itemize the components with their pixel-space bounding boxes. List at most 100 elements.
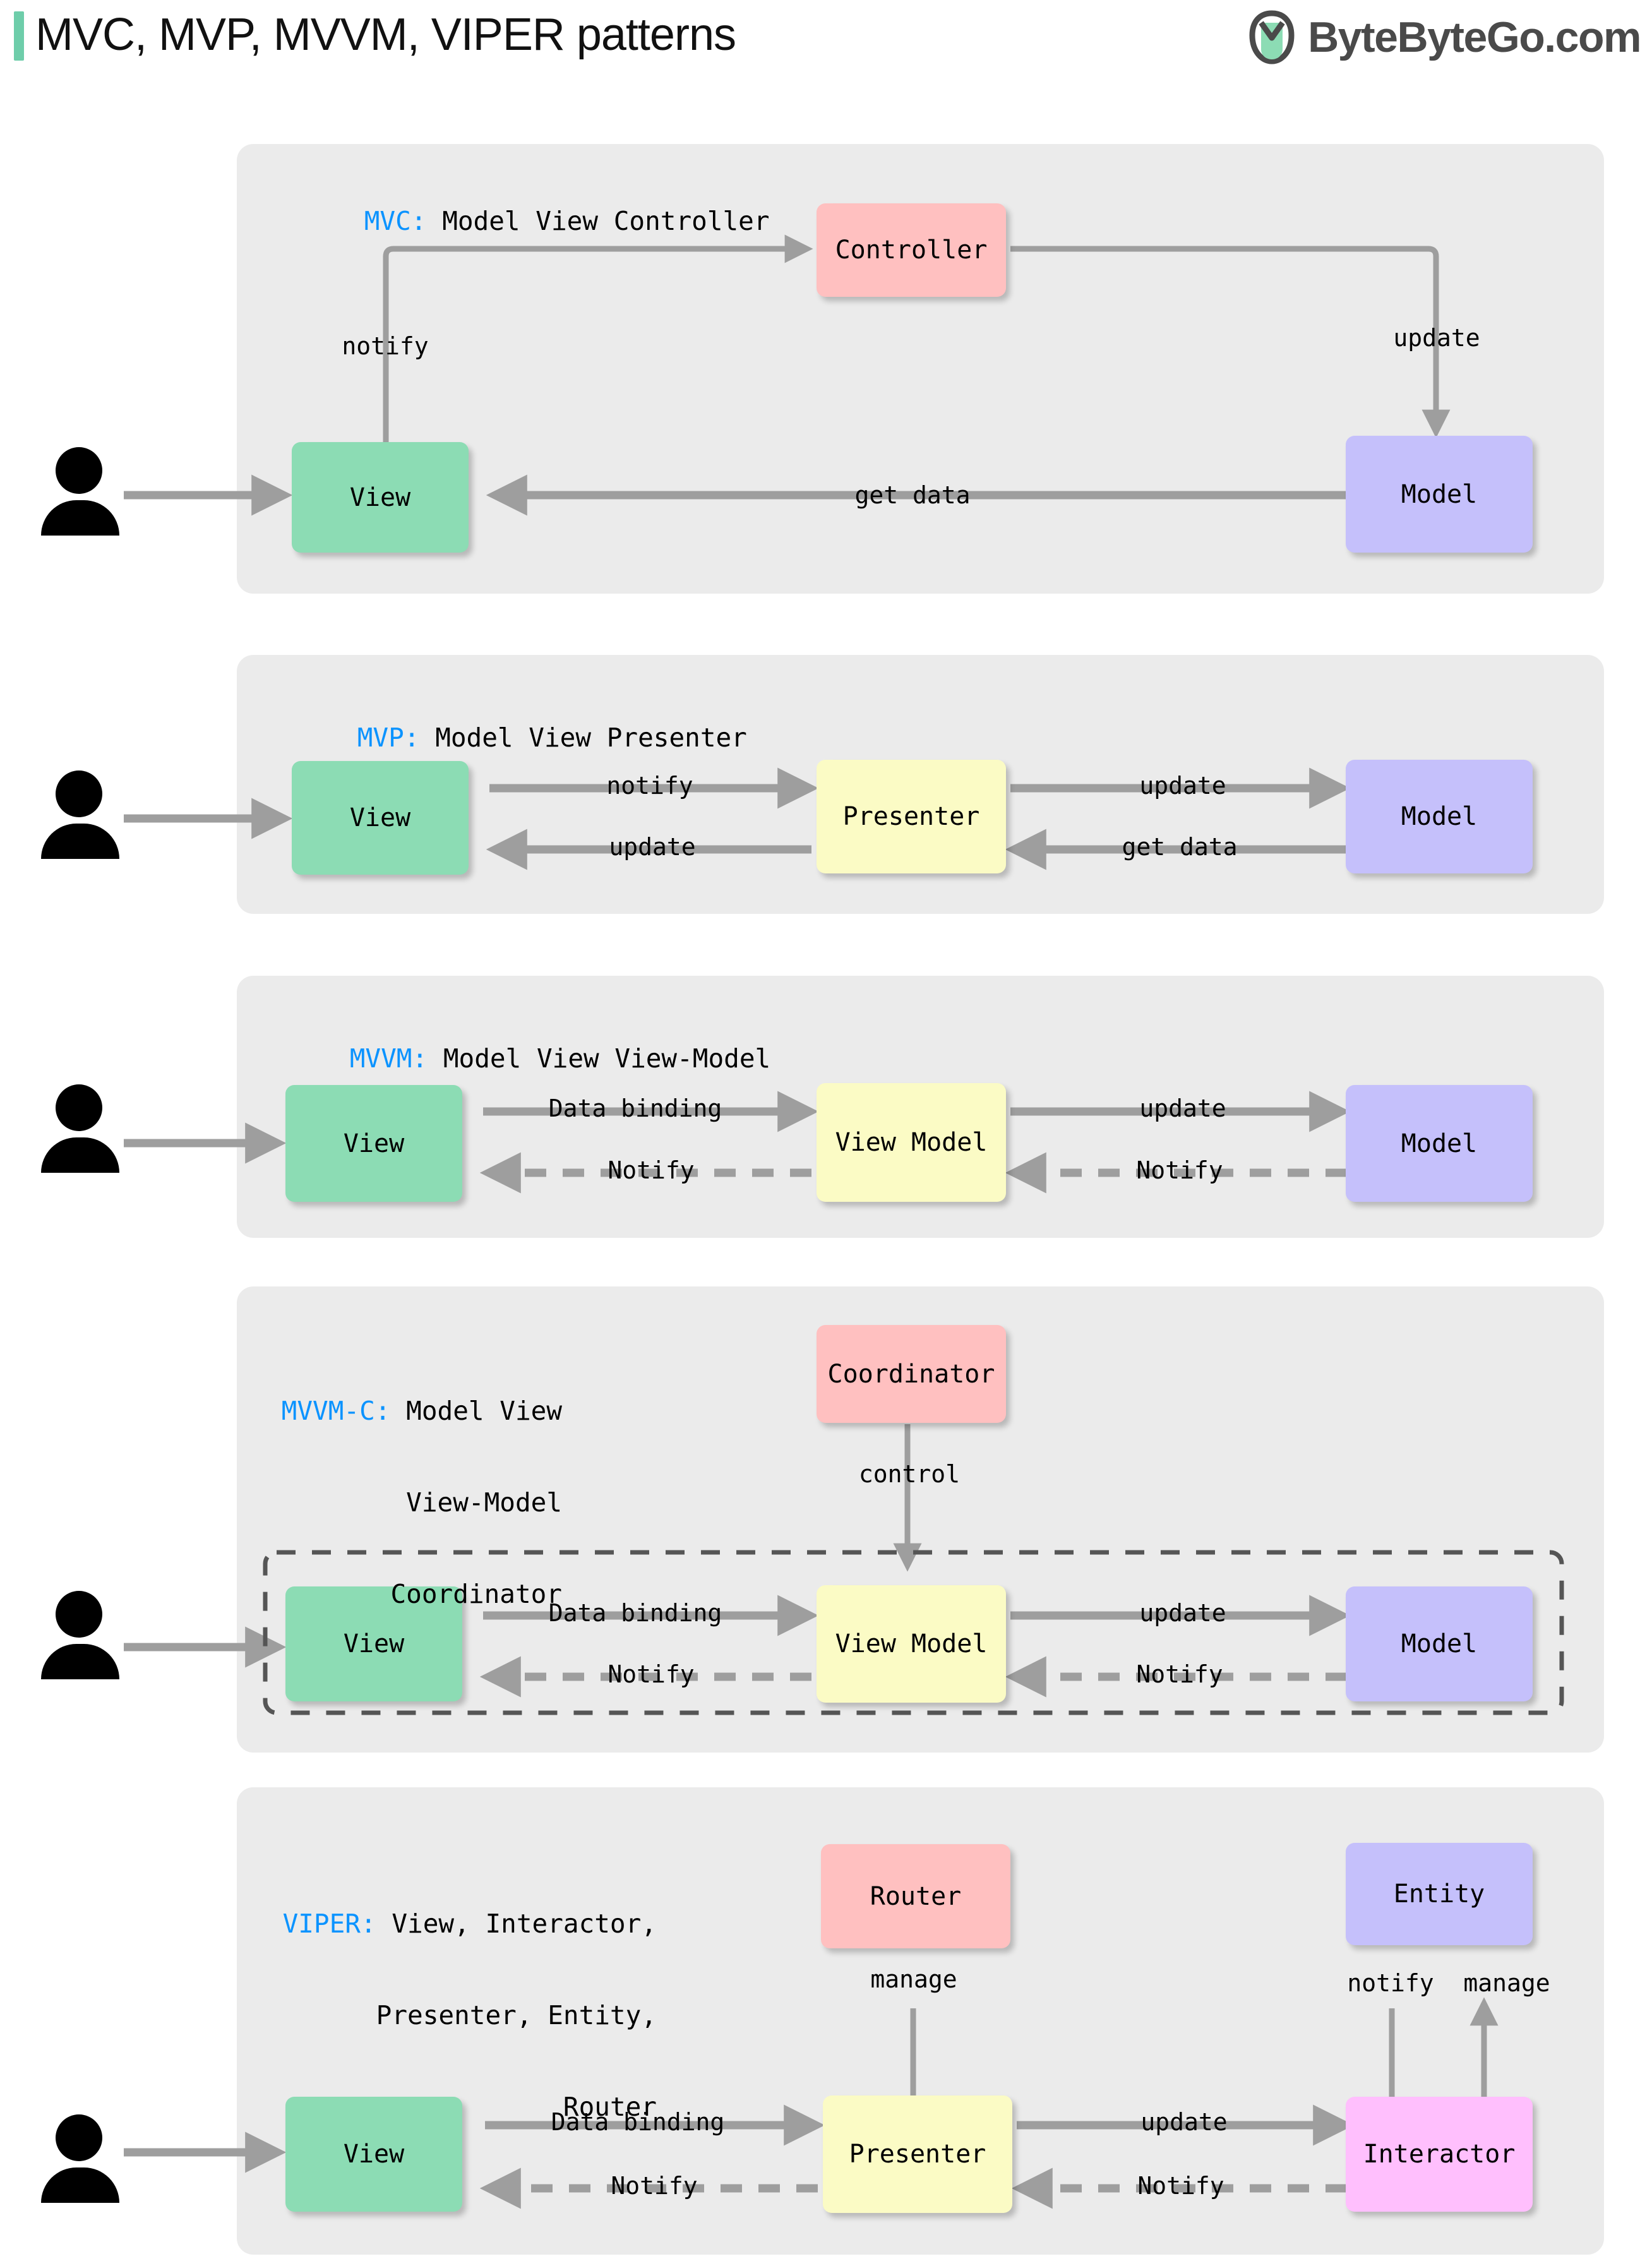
node-model-mvc[interactable]: Model (1346, 436, 1533, 553)
caption-mvvmc: MVVM-C: Model View View-Model Coordinato… (278, 1334, 562, 1670)
node-viewmodel-mvvm[interactable]: View Model (817, 1083, 1006, 1202)
node-view-mvp[interactable]: View (292, 761, 469, 875)
header-accent-bar (14, 11, 24, 61)
edge-label-update-mvc: update (1393, 324, 1480, 352)
edge-label-manage-entity-viper: manage (1463, 1969, 1550, 1997)
user-head-icon (56, 770, 102, 817)
edge-label-update-mvvm: update (1139, 1094, 1226, 1122)
node-coordinator-mvvmc[interactable]: Coordinator (817, 1325, 1006, 1423)
user-head-icon (56, 447, 102, 494)
caption-line-2: Presenter, Entity, (376, 1999, 657, 2030)
edge-label-notify-mvp: notify (606, 772, 693, 800)
node-model-mvvmc[interactable]: Model (1346, 1586, 1533, 1701)
edge-label-notify-left-mvvm: Notify (608, 1156, 695, 1184)
edge-label-update-viper: update (1140, 2108, 1228, 2136)
node-label: Presenter (849, 2140, 986, 2169)
user-body-icon (41, 500, 119, 536)
page-header: MVC, MVP, MVVM, VIPER patterns ByteByteG… (0, 0, 1652, 76)
user-actor-mvvm (41, 1084, 119, 1173)
caption-mvvm: MVVM: Model View View-Model (287, 1013, 770, 1105)
caption-text: Model View (406, 1395, 562, 1426)
node-presenter-viper[interactable]: Presenter (823, 2095, 1012, 2213)
edge-label-manage-router-viper: manage (870, 1965, 957, 1993)
edge-label-notify-left-viper: Notify (611, 2172, 698, 2200)
edge-label-getdata-mvc: get data (854, 481, 971, 509)
node-label: View (343, 1129, 405, 1158)
node-view-mvvm[interactable]: View (285, 1085, 462, 1202)
node-label: Controller (835, 236, 988, 265)
brand-logo-text: ByteByteGo.com (1308, 13, 1641, 61)
caption-text: Model View View-Model (443, 1043, 771, 1074)
node-label: View (349, 803, 411, 832)
edge-label-getdata-mvp: get data (1122, 833, 1238, 861)
caption-line-3: Router (563, 2092, 657, 2122)
edge-label-control-mvvmc: control (858, 1460, 961, 1488)
user-actor-mvvmc (41, 1591, 119, 1679)
node-model-mvvm[interactable]: Model (1346, 1085, 1533, 1202)
node-label: Model (1401, 479, 1478, 509)
user-body-icon (41, 824, 119, 859)
node-label: Presenter (842, 802, 980, 831)
caption-key: MVC: (364, 206, 427, 237)
caption-mvp: MVP: Model View Presenter (295, 692, 747, 784)
node-label: Model (1401, 1129, 1478, 1158)
user-body-icon (41, 1137, 119, 1173)
edge-label-databinding-mvvmc: Data binding (548, 1599, 722, 1627)
node-viewmodel-mvvmc[interactable]: View Model (817, 1585, 1006, 1703)
caption-key: MVP: (357, 722, 420, 753)
brand-logo: ByteByteGo.com (1247, 10, 1641, 64)
edge-label-databinding-mvvm: Data binding (548, 1094, 722, 1122)
caption-text: Model View Presenter (435, 722, 747, 753)
node-view-viper[interactable]: View (285, 2097, 462, 2212)
user-head-icon (56, 1591, 102, 1638)
caption-text: View, Interactor, (392, 1908, 657, 1939)
edge-label-databinding-viper: Data binding (551, 2108, 725, 2136)
node-model-mvp[interactable]: Model (1346, 760, 1533, 873)
edge-label-notify-right-viper: Notify (1137, 2172, 1224, 2200)
edge-label-notify-left-mvvmc: Notify (608, 1660, 695, 1688)
caption-line-2: View-Model (406, 1487, 562, 1518)
node-label: View (349, 483, 411, 512)
node-label: View Model (835, 1128, 988, 1157)
edge-label-update-mvvmc: update (1139, 1599, 1226, 1627)
node-label: Model (1401, 1629, 1478, 1658)
node-interactor-viper[interactable]: Interactor (1346, 2097, 1533, 2212)
edge-label-update-vp-mvp: update (1139, 772, 1226, 800)
user-actor-mvp (41, 770, 119, 859)
user-body-icon (41, 2167, 119, 2203)
node-label: View (343, 1629, 405, 1658)
caption-text: Model View Controller (442, 206, 770, 237)
node-router-viper[interactable]: Router (821, 1844, 1010, 1948)
node-view-mvvmc[interactable]: View (285, 1586, 462, 1701)
caption-viper: VIPER: View, Interactor, Presenter, Enti… (265, 1847, 657, 2183)
caption-line-1: MVVM-C: Model View (278, 1396, 562, 1426)
bytebytego-leaf-icon (1249, 10, 1295, 64)
node-label: View Model (835, 1629, 988, 1658)
user-body-icon (41, 1644, 119, 1679)
user-actor-mvc (41, 447, 119, 536)
caption-key: MVVM: (349, 1043, 428, 1074)
caption-mvc: MVC: Model View Controller (302, 176, 770, 267)
edge-label-notify-mvc: notify (342, 332, 429, 360)
node-label: Model (1401, 802, 1478, 831)
node-label: Entity (1393, 1879, 1485, 1909)
user-actor-viper (41, 2114, 119, 2203)
node-label: Interactor (1363, 2140, 1516, 2169)
edge-label-notify-right-mvvm: Notify (1136, 1156, 1223, 1184)
node-entity-viper[interactable]: Entity (1346, 1843, 1533, 1945)
node-view-mvc[interactable]: View (292, 442, 469, 553)
user-head-icon (56, 1084, 102, 1131)
node-controller-mvc[interactable]: Controller (817, 203, 1006, 297)
edge-label-update-pv-mvp: update (609, 833, 696, 861)
edge-label-notify-right-mvvmc: Notify (1136, 1660, 1223, 1688)
node-label: Coordinator (827, 1359, 995, 1389)
caption-key: VIPER: (282, 1908, 376, 1939)
node-label: Router (870, 1881, 962, 1911)
edge-label-notify-entity-viper: notify (1347, 1969, 1434, 1997)
caption-line-1: VIPER: View, Interactor, (265, 1909, 657, 1939)
node-presenter-mvp[interactable]: Presenter (817, 760, 1006, 873)
node-label: View (343, 2140, 405, 2169)
user-head-icon (56, 2114, 102, 2161)
caption-line-3: Coordinator (390, 1579, 562, 1609)
